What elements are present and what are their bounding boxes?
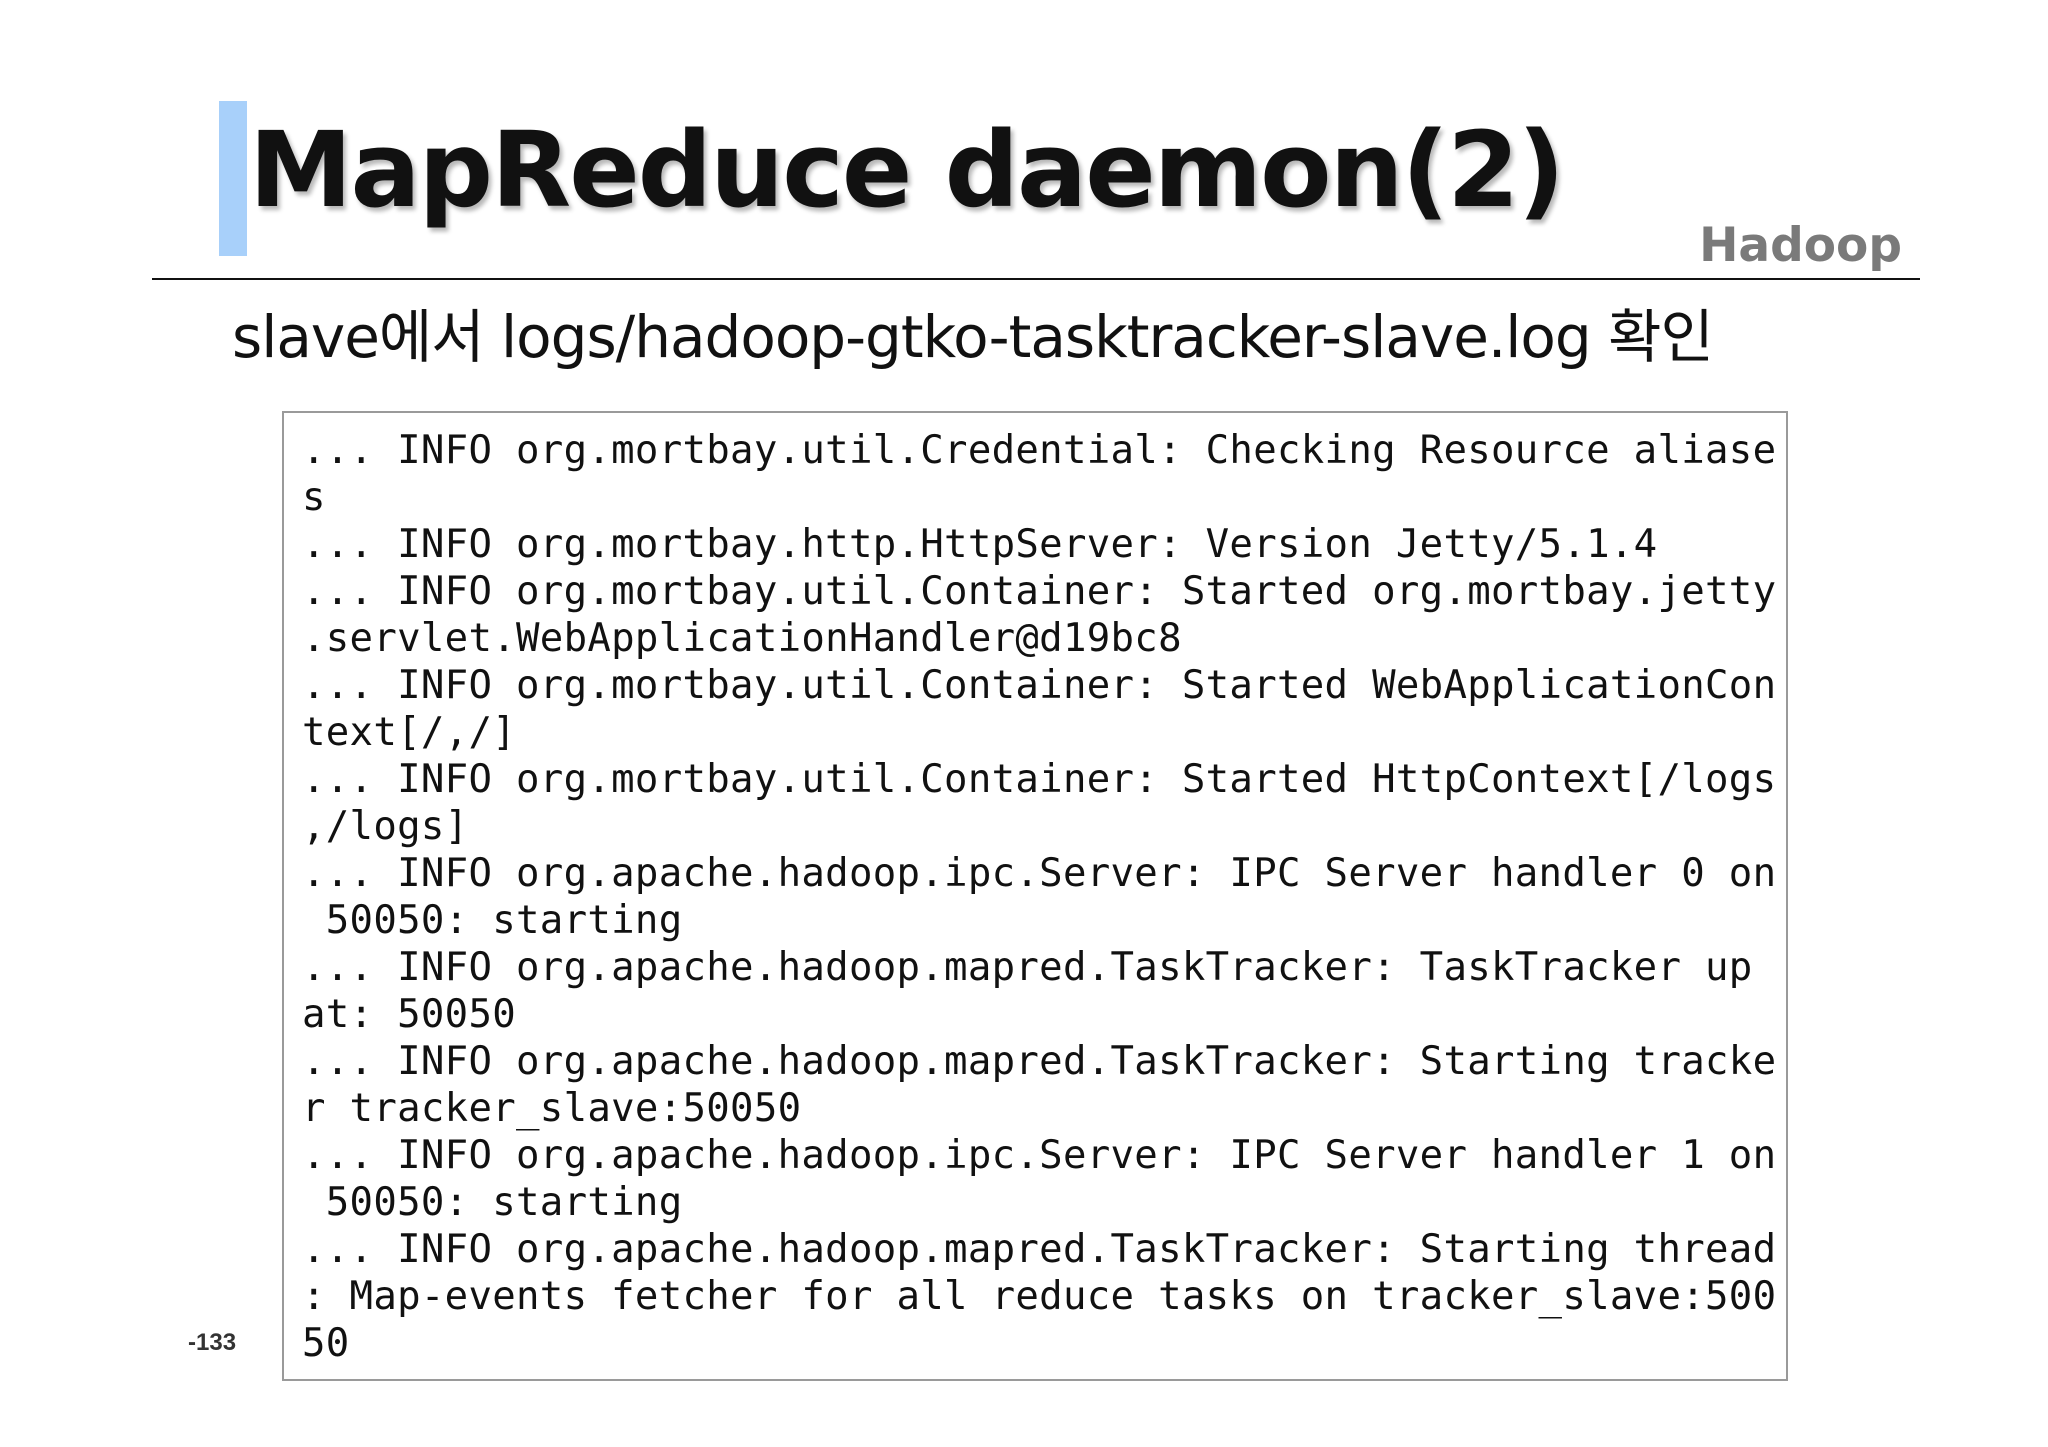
log-line: ... INFO org.apache.hadoop.ipc.Server: I… xyxy=(302,1133,1777,1178)
log-line: .servlet.WebApplicationHandler@d19bc8 xyxy=(302,616,1182,661)
subheading: slave에서 logs/hadoop-gtko-tasktracker-sla… xyxy=(232,303,1714,371)
log-line: ... INFO org.apache.hadoop.mapred.TaskTr… xyxy=(302,1227,1777,1272)
log-line: ... INFO org.mortbay.util.Container: Sta… xyxy=(302,757,1777,802)
log-line: ,/logs] xyxy=(302,804,469,849)
log-line: 50 xyxy=(302,1321,350,1366)
header-divider xyxy=(152,278,1920,280)
log-line: ... INFO org.apache.hadoop.mapred.TaskTr… xyxy=(302,945,1753,990)
log-line: ... INFO org.mortbay.util.Container: Sta… xyxy=(302,663,1777,708)
log-line: r tracker_slave:50050 xyxy=(302,1086,802,1131)
section-label: Hadoop xyxy=(1699,218,1902,273)
log-line: s xyxy=(302,475,326,520)
log-line: ... INFO org.apache.hadoop.ipc.Server: I… xyxy=(302,851,1777,896)
log-line: 50050: starting xyxy=(302,898,683,943)
log-output-box: ... INFO org.mortbay.util.Credential: Ch… xyxy=(282,411,1788,1381)
log-line: at: 50050 xyxy=(302,992,517,1037)
log-line: : Map-events fetcher for all reduce task… xyxy=(302,1274,1777,1319)
log-line: ... INFO org.apache.hadoop.mapred.TaskTr… xyxy=(302,1039,1777,1084)
log-line: ... INFO org.mortbay.util.Credential: Ch… xyxy=(302,428,1777,473)
log-line: ... INFO org.mortbay.http.HttpServer: Ve… xyxy=(302,522,1658,567)
log-line: text[/,/] xyxy=(302,710,517,755)
log-line: ... INFO org.mortbay.util.Container: Sta… xyxy=(302,569,1777,614)
page-number: -133 xyxy=(188,1329,237,1356)
title-accent-bar xyxy=(219,101,247,256)
log-line: 50050: starting xyxy=(302,1180,683,1225)
slide-title: MapReduce daemon(2) xyxy=(249,109,1565,231)
